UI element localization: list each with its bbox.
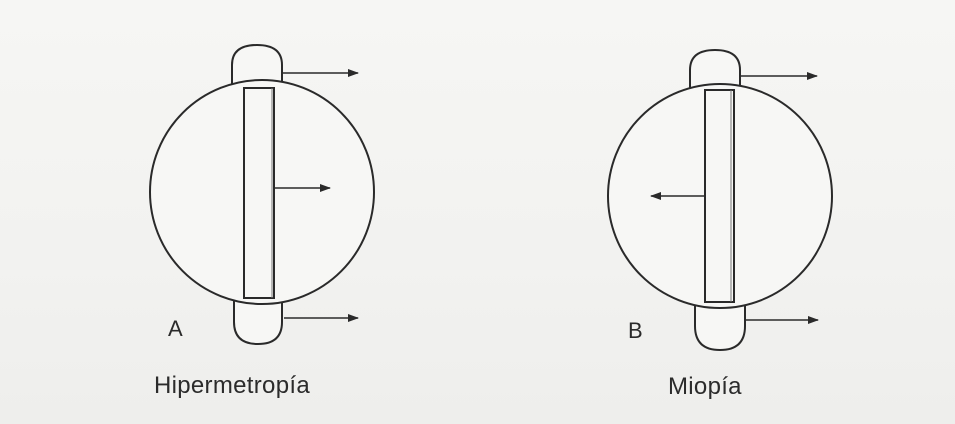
- panel-b-lens-bar: [704, 89, 735, 303]
- panel-b-top-cap: [689, 48, 741, 92]
- panel-b-eye-diagram: [607, 48, 833, 352]
- panel-b-caption: Miopía: [668, 373, 742, 400]
- panel-b-bottom-cap: [694, 302, 746, 352]
- panel-a-bottom-cap: [233, 300, 283, 346]
- panel-a-eye-diagram: [149, 43, 375, 346]
- panel-a-caption: Hipermetropía: [154, 372, 310, 399]
- panel-a-top-cap: [231, 43, 283, 88]
- panel-b-letter: B: [628, 318, 644, 343]
- panel-a-letter: A: [168, 316, 184, 341]
- panel-a-lens-bar: [243, 87, 275, 299]
